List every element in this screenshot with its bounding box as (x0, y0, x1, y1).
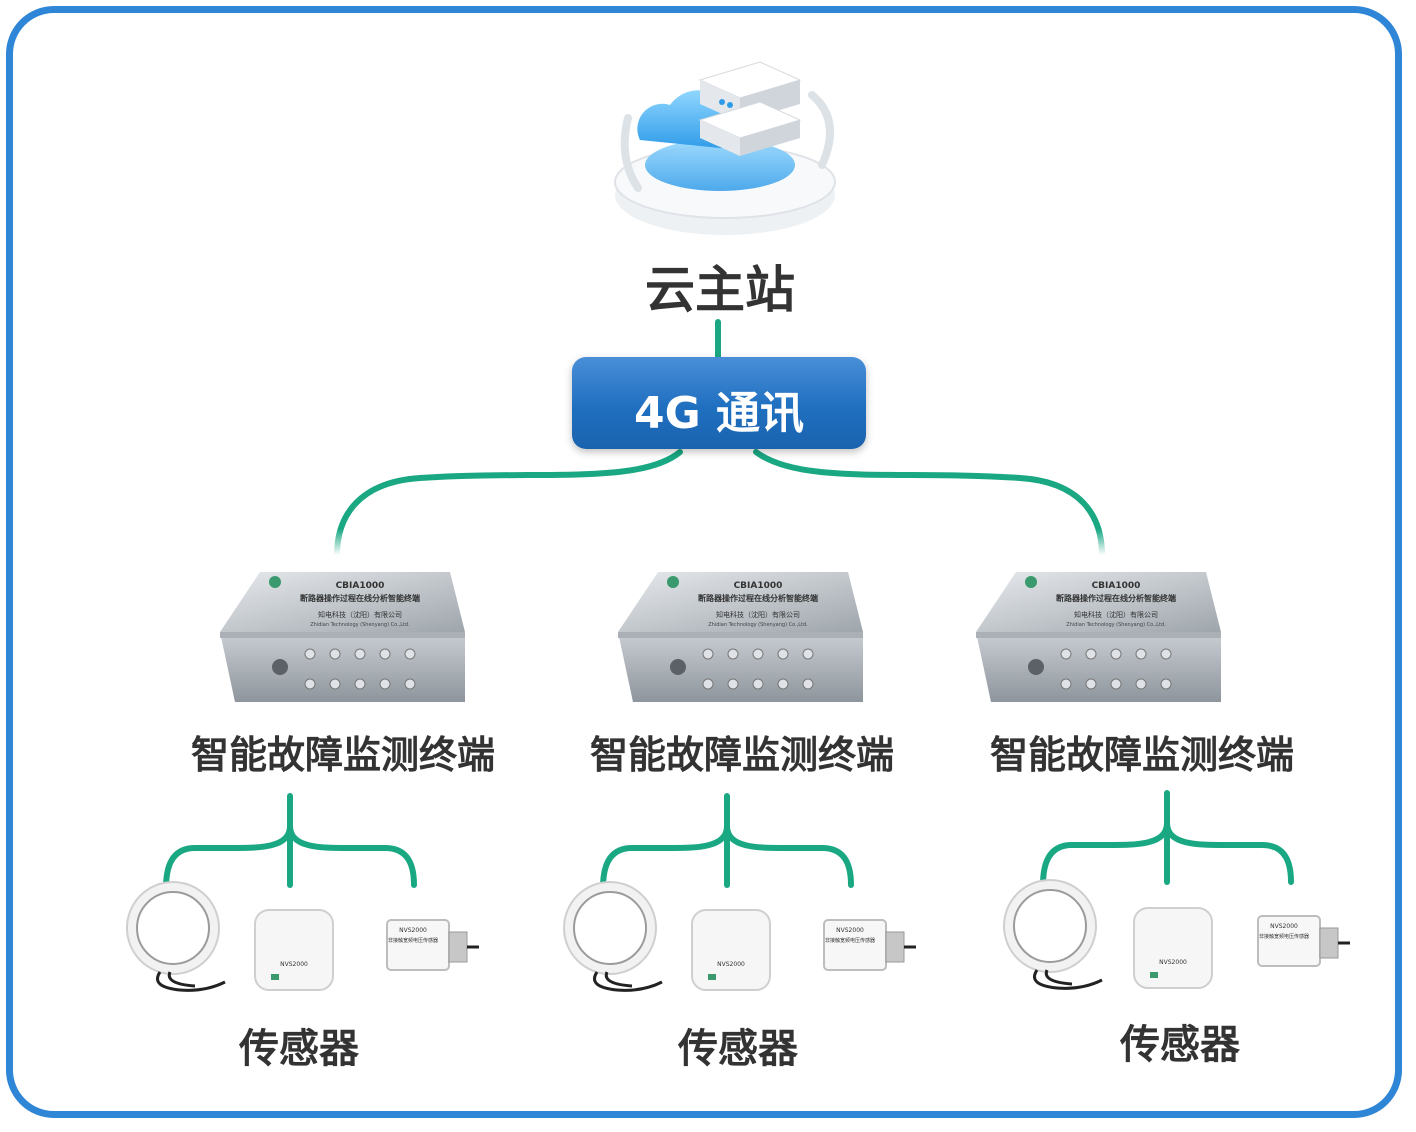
box-model: NVS2000 (1270, 923, 1298, 930)
terminal-box-3: CBIA1000 断路器操作过程在线分析智能终端 知电科技（沈阳）有限公司 Zh… (976, 572, 1221, 702)
device-model: CBIA1000 (734, 581, 783, 591)
antenna-sensor-icon: NVS2000 (1133, 907, 1213, 989)
device-model: CBIA1000 (336, 581, 385, 591)
device-company: 知电科技（沈阳）有限公司 (318, 610, 402, 619)
communication-label: 4G 通讯 (633, 388, 805, 439)
ring-sensor-icon (1003, 879, 1103, 990)
antenna-sensor-icon: NVS2000 (691, 909, 771, 991)
device-company-en: Zhidian Technology (Shenyang) Co.,Ltd. (310, 622, 410, 628)
sensor-label-2: 传感器 (678, 1026, 798, 1072)
sensor-group-2: NVS2000 NVS2000 非接触宽频电压传感器 (563, 881, 916, 992)
box-title: 非接触宽频电压传感器 (825, 937, 875, 944)
antenna-model: NVS2000 (1159, 959, 1187, 966)
sensor-label-3: 传感器 (1120, 1022, 1240, 1068)
cloud-server-icon (614, 61, 836, 235)
connector-lines (163, 319, 1294, 891)
voltage-sensor-box-icon: NVS2000 非接触宽频电压传感器 (1257, 915, 1350, 967)
ring-sensor-icon (126, 881, 226, 992)
voltage-sensor-box-icon: NVS2000 非接触宽频电压传感器 (386, 919, 479, 971)
terminal-devices: CBIA1000 断路器操作过程在线分析智能终端 知电科技（沈阳）有限公司 Zh… (220, 572, 1221, 702)
sensor-group-1: NVS2000 NVS2000 非接触宽频电压传感器 (126, 881, 479, 992)
terminal-box-2: CBIA1000 断路器操作过程在线分析智能终端 知电科技（沈阳）有限公司 Zh… (618, 572, 863, 702)
sensor-label-1: 传感器 (239, 1026, 359, 1072)
device-title: 断路器操作过程在线分析智能终端 (1056, 593, 1176, 603)
cloud-station-label: 云主站 (645, 261, 795, 319)
box-model: NVS2000 (836, 927, 864, 934)
communication-box: 4G 通讯 (572, 357, 866, 449)
terminal-box-1: CBIA1000 断路器操作过程在线分析智能终端 知电科技（沈阳）有限公司 Zh… (220, 572, 465, 702)
sensor-devices: NVS2000 NVS2000 非接触宽频电压传感器 NVS2000 (126, 879, 1350, 992)
terminal-label-2: 智能故障监测终端 (589, 733, 894, 777)
box-title: 非接触宽频电压传感器 (1259, 933, 1309, 940)
antenna-sensor-icon: NVS2000 (254, 909, 334, 991)
voltage-sensor-box-icon: NVS2000 非接触宽频电压传感器 (823, 919, 916, 971)
terminal-label-3: 智能故障监测终端 (989, 733, 1294, 777)
device-company: 知电科技（沈阳）有限公司 (1074, 610, 1158, 619)
antenna-model: NVS2000 (280, 961, 308, 968)
terminal-label-1: 智能故障监测终端 (190, 733, 495, 777)
device-company-en: Zhidian Technology (Shenyang) Co.,Ltd. (1066, 622, 1166, 628)
box-model: NVS2000 (399, 927, 427, 934)
antenna-model: NVS2000 (717, 961, 745, 968)
device-title: 断路器操作过程在线分析智能终端 (300, 593, 420, 603)
device-company: 知电科技（沈阳）有限公司 (716, 610, 800, 619)
device-title: 断路器操作过程在线分析智能终端 (698, 593, 818, 603)
device-model: CBIA1000 (1092, 581, 1141, 591)
device-company-en: Zhidian Technology (Shenyang) Co.,Ltd. (708, 622, 808, 628)
ring-sensor-icon (563, 881, 663, 992)
box-title: 非接触宽频电压传感器 (388, 937, 438, 944)
sensor-group-3: NVS2000 NVS2000 非接触宽频电压传感器 (1003, 879, 1350, 990)
